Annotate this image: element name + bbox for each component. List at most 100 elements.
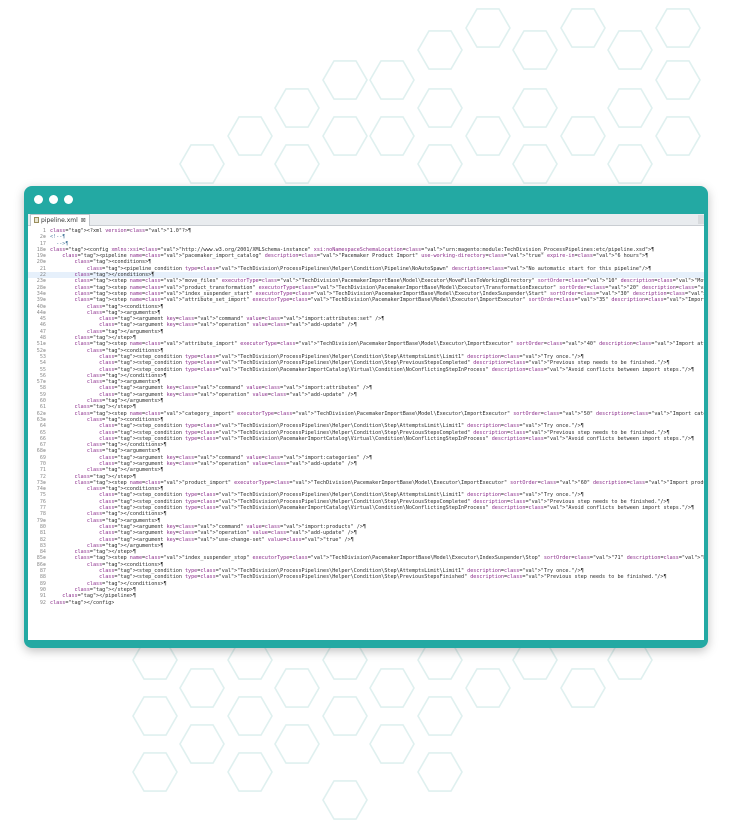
code-line: 71 class="tag"></arguments>¶ [28, 467, 704, 473]
line-text: class="tag"><argument key=class="val">"o… [99, 460, 357, 467]
close-tab-icon[interactable]: ⊠ [80, 217, 86, 224]
line-text: class="tag"><step name=class="val">"prod… [74, 479, 704, 486]
line-number: 54 [39, 360, 46, 367]
hexagon-shape [417, 752, 463, 792]
line-text: class="tag"></step>¶ [74, 586, 136, 593]
code-line: 40⊕ class="tag"><conditions>¶ [28, 304, 704, 310]
line-text: class="tag"><step_condition type=class="… [99, 360, 670, 367]
line-text: class="tag"><arguments>¶ [86, 379, 161, 386]
line-text: class="tag"></arguments>¶ [86, 328, 164, 335]
code-line: 61 class="tag"></step>¶ [28, 404, 704, 410]
line-text: class="tag"><step_condition type=class="… [99, 498, 670, 505]
code-line: 88 class="tag"><step_condition type=clas… [28, 574, 704, 580]
hexagon-shape [465, 668, 511, 708]
line-text: class="tag"></arguments>¶ [86, 542, 164, 549]
code-line: 44⊕ class="tag"><arguments>¶ [28, 310, 704, 316]
hexagon-shape [655, 60, 701, 100]
window-dot-1[interactable] [34, 195, 43, 204]
hexagon-shape [607, 144, 653, 184]
code-line: 34⊕ class="tag"><step name=class="val">"… [28, 291, 704, 297]
line-number: 18⊕ [36, 246, 46, 253]
code-line: 65 class="tag"><step_condition type=clas… [28, 430, 704, 436]
line-text: class="tag"><step name=class="val">"move… [74, 278, 704, 285]
code-line: 76 class="tag"><step_condition type=clas… [28, 499, 704, 505]
line-number: 82 [39, 536, 46, 543]
line-text: class="tag"><conditions>¶ [86, 303, 164, 310]
hexagon-shape [132, 752, 178, 792]
line-number: 48 [39, 335, 46, 342]
hexagon-shape [179, 668, 225, 708]
hexagon-shape [322, 116, 368, 156]
line-number: 77 [39, 505, 46, 512]
code-line: 74⊕ class="tag"><conditions>¶ [28, 486, 704, 492]
line-text: class="tag"><step name=class="val">"cate… [74, 410, 704, 417]
code-line: 22 class="tag"></conditions>¶ [28, 272, 704, 279]
line-number: 39⊕ [36, 297, 46, 304]
line-text: class="tag"></step>¶ [74, 549, 136, 556]
hexagon-shape [655, 116, 701, 156]
hexagon-shape [560, 668, 606, 708]
line-text: class="tag"><conditions>¶ [86, 561, 164, 568]
line-number: 88 [39, 574, 46, 581]
line-number: 22 [39, 272, 46, 279]
hexagon-shape [560, 8, 606, 48]
code-line: 87 class="tag"><step_condition type=clas… [28, 568, 704, 574]
line-text: class="tag"><conditions>¶ [74, 259, 152, 266]
line-number: 65 [39, 429, 46, 436]
line-text: class="tag"><argument key=class="val">"c… [99, 523, 366, 530]
window-dot-3[interactable] [64, 195, 73, 204]
editor-scroll-button[interactable] [698, 215, 704, 224]
line-text: class="tag"><pipeline name=class="val">"… [62, 253, 649, 260]
line-number: 56 [39, 372, 46, 379]
hexagon-shape [369, 724, 415, 764]
line-number: 66 [39, 435, 46, 442]
line-number: 75 [39, 492, 46, 499]
line-number: 45 [39, 316, 46, 323]
code-line: 72 class="tag"></step>¶ [28, 474, 704, 480]
hexagon-shape [369, 60, 415, 100]
line-number: 44⊕ [36, 309, 46, 316]
line-text: class="tag"><step name=class="val">"attr… [74, 341, 704, 348]
line-number: 78 [39, 511, 46, 518]
tab-pipeline-xml[interactable]: pipeline.xml⊠ [30, 214, 90, 226]
window-dot-2[interactable] [49, 195, 58, 204]
line-number: 90 [39, 586, 46, 593]
hexagon-shape [227, 116, 273, 156]
code-line: 62⊕ class="tag"><step name=class="val">"… [28, 411, 704, 417]
code-line: 77 class="tag"><step_condition type=clas… [28, 505, 704, 511]
line-number: 52⊕ [36, 347, 46, 354]
line-number: 34⊕ [36, 290, 46, 297]
line-number: 21 [39, 265, 46, 272]
line-number: 86⊕ [36, 561, 46, 568]
line-number: 20⊕ [36, 259, 46, 266]
hexagon-shape [132, 696, 178, 736]
line-text: class="tag"></arguments>¶ [86, 398, 164, 405]
line-text: class="tag"><step_condition type=class="… [99, 366, 695, 373]
code-line: 19⊕ class="tag"><pipeline name=class="va… [28, 253, 704, 259]
code-line: 39⊕ class="tag"><step name=class="val">"… [28, 297, 704, 303]
line-text: class="tag"><argument key=class="val">"c… [99, 316, 385, 323]
line-number: 63⊕ [36, 416, 46, 423]
line-text: class="tag"></pipeline>¶ [62, 593, 136, 600]
line-text: <!--¶ [50, 234, 66, 241]
line-number: 23⊕ [36, 278, 46, 285]
code-line: 18⊕class="tag"><config xmlns:xsi=class="… [28, 247, 704, 253]
code-line: 63⊕ class="tag"><conditions>¶ [28, 417, 704, 423]
line-text: class="tag"></config> [50, 599, 115, 606]
code-line: 45 class="tag"><argument key=class="val"… [28, 316, 704, 322]
line-number: 69 [39, 454, 46, 461]
line-text: class="tag"></conditions>¶ [86, 511, 167, 518]
line-text: class="tag"><step name=class="val">"inde… [74, 555, 704, 562]
code-line: 91 class="tag"></pipeline>¶ [28, 593, 704, 599]
line-text: class="tag"><?xml version=class="val">"1… [50, 228, 192, 234]
code-line: 68⊕ class="tag"><arguments>¶ [28, 448, 704, 454]
hexagon-shape [369, 116, 415, 156]
line-number: 73⊕ [36, 479, 46, 486]
line-number: 76 [39, 498, 46, 505]
code-line: 52⊕ class="tag"><conditions>¶ [28, 348, 704, 354]
line-text: class="tag"></conditions>¶ [86, 442, 167, 449]
